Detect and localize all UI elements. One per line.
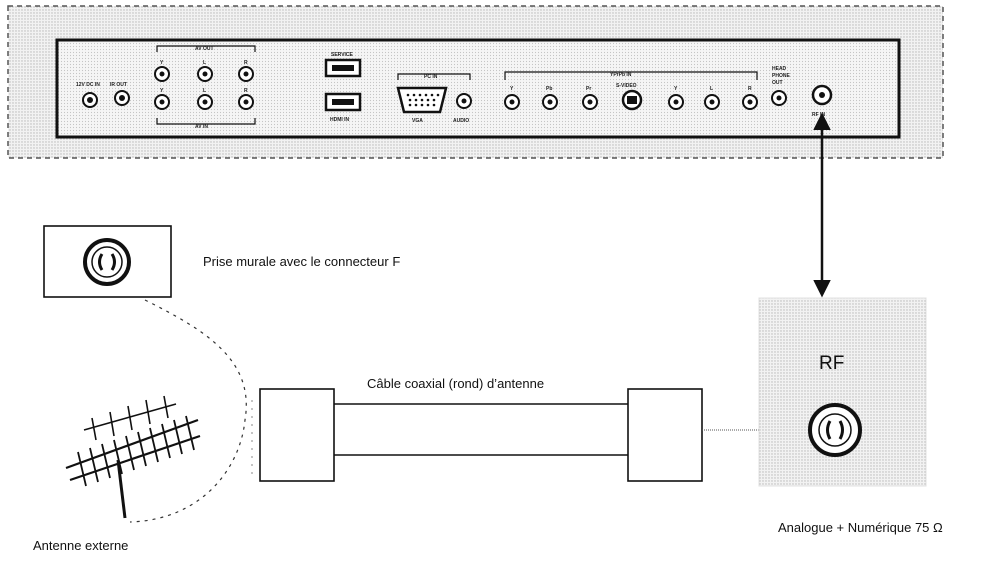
dotted-link: [129, 299, 247, 523]
audio-label: AUDIO: [453, 118, 469, 124]
svid-r-label: R: [748, 86, 752, 92]
rf-label: RF: [819, 353, 845, 374]
av-out-r: R: [244, 60, 248, 66]
headphone-label-3: OUT: [772, 80, 783, 86]
wall-socket-label: Prise murale avec le connecteur F: [203, 254, 401, 269]
coax-socket-icon: [83, 238, 131, 286]
service-label: SERVICE: [331, 52, 354, 58]
hdmi-in-label: HDMI IN: [330, 117, 350, 123]
av-in-label: AV IN: [195, 124, 208, 130]
svid-y-label: Y: [674, 86, 678, 92]
ir-out-label: IR OUT: [110, 82, 127, 88]
vga-label: VGA: [412, 118, 423, 124]
pc-in-label: PC IN: [424, 74, 438, 80]
dc-in-label: 12V DC IN: [76, 82, 100, 88]
rf-box: [758, 297, 927, 487]
av-out-y: Y: [160, 60, 164, 66]
comp-pr-label: Pr: [586, 86, 591, 92]
headphone-label-2: PHONE: [772, 73, 790, 79]
coax-cable: [251, 388, 800, 482]
av-in-y: Y: [160, 88, 164, 94]
antenna-label: Antenne externe: [33, 538, 129, 553]
svid-l-label: L: [710, 86, 713, 92]
comp-pb-label: Pb: [546, 86, 552, 92]
av-in-l: L: [203, 88, 206, 94]
av-in-r: R: [244, 88, 248, 94]
av-out-label: AV OUT: [195, 46, 214, 52]
svideo-label: S-VIDEO: [616, 83, 637, 89]
coax-cable-label: Câble coaxial (rond) d’antenne: [367, 376, 545, 391]
ypbpr-in-label: YPrPb IN: [610, 72, 632, 78]
headphone-label-1: HEAD: [772, 66, 787, 72]
yagi-antenna-icon: [65, 395, 201, 519]
rf-spec-label: Analogue + Numérique 75 Ω: [778, 520, 943, 535]
comp-y-label: Y: [510, 86, 514, 92]
av-out-l: L: [203, 60, 206, 66]
connector-panel: 12V DC IN IR OUT AV OUT AV IN Y L R Y L …: [55, 38, 901, 139]
rf-coax-socket-icon: [808, 403, 862, 457]
panel-rf-in-label: RF IN: [812, 112, 825, 118]
